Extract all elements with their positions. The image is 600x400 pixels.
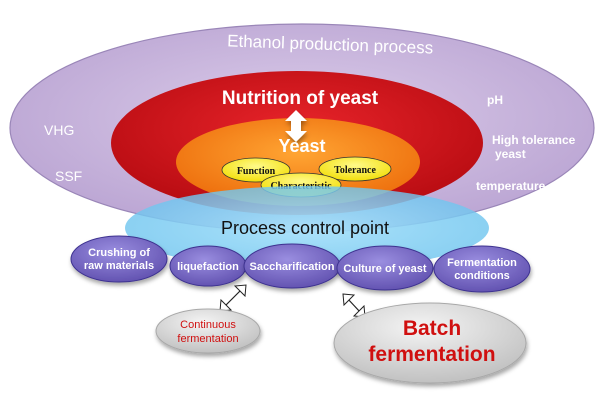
arrow-continuous-icon [219,284,247,312]
property-tolerance-label: Tolerance [334,165,376,176]
continuous-line2: fermentation [177,333,238,345]
nutrition-label: Nutrition of yeast [222,88,379,109]
label-ssf: SSF [55,168,82,184]
process-step-crushing-line1: Crushing of [88,247,150,259]
continuous-line1: Continuous [180,319,236,331]
process-step-fermentation-line2: conditions [454,270,510,282]
batch-line2: fermentation [368,343,495,366]
process-step-saccharification-label: Saccharification [250,261,335,273]
process-step-fermentation-conditions: Fermentation conditions [433,245,531,293]
property-tolerance-ellipse [318,156,392,182]
process-step-liquefaction-label: liquefaction [177,261,239,273]
label-temperature: temperature [476,179,546,193]
property-function-label: Function [237,166,276,177]
continuous-fermentation-node: Continuous fermentation [155,308,261,354]
label-high-tolerance: High tolerance [492,133,576,147]
process-step-culture: Culture of yeast [336,245,434,291]
process-step-crushing: Crushing of raw materials [70,235,168,283]
yeast-ellipse [176,118,420,206]
batch-line1: Batch [403,317,461,340]
process-step-culture-label: Culture of yeast [343,263,426,275]
process-step-fermentation-line1: Fermentation [447,257,517,269]
label-ph: pH [487,93,503,107]
arrow-batch-icon [342,293,366,318]
process-step-liquefaction: liquefaction [169,245,247,287]
process-step-crushing-line2: raw materials [84,260,154,272]
double-arrow-icon [285,110,307,142]
label-vhg: VHG [44,122,74,138]
batch-fermentation-node: Batch fermentation [333,302,527,384]
yeast-label: Yeast [278,136,325,156]
control-label: Process control point [221,218,389,238]
label-yeast-right: yeast [495,147,526,161]
process-step-saccharification: Saccharification [243,243,341,289]
property-function-ellipse [221,157,291,183]
